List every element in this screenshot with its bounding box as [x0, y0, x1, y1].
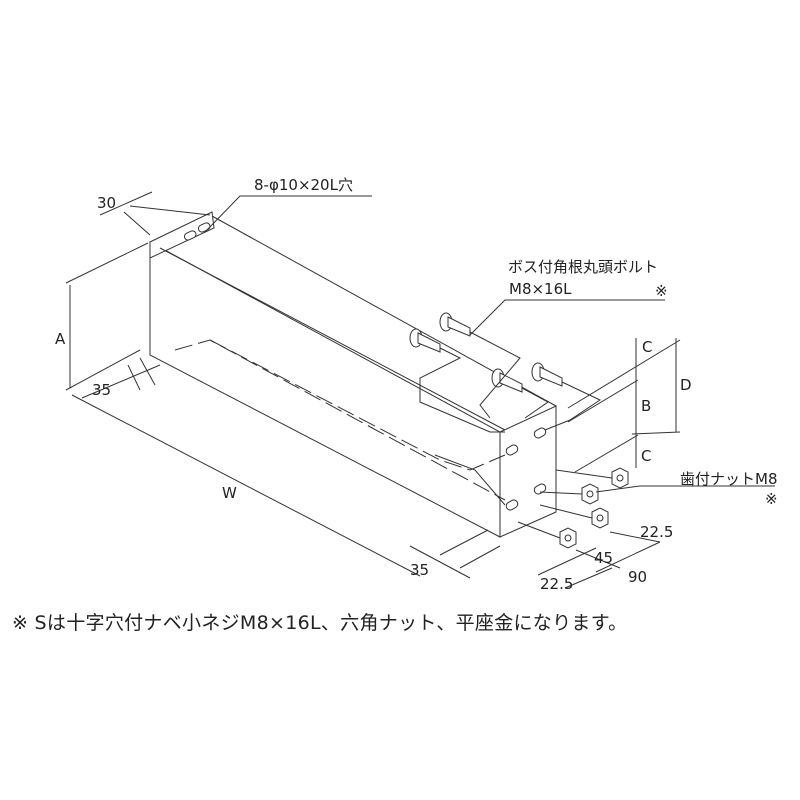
nut-name-label: 歯付ナットM8	[680, 470, 778, 488]
nut	[559, 527, 577, 549]
bracket-body	[149, 211, 557, 538]
dimension-b-label: B	[641, 397, 651, 415]
long-side-panel	[149, 241, 501, 538]
dimension-lines	[65, 191, 775, 589]
dimension-d-label: D	[680, 376, 692, 394]
hole-spec-label: 8-φ10×20L穴	[254, 176, 353, 194]
bolt-size-label: M8×16L	[509, 280, 572, 298]
dimension-22-5-bottom-label: 22.5	[540, 575, 573, 593]
bolt-assembly-line	[521, 387, 549, 419]
hidden-bottom-edge-2	[209, 339, 506, 471]
dimension-c-bottom-label: C	[641, 447, 651, 465]
footnote-text: ※ Sは十字穴付ナベ小ネジM8×16L、六角ナット、平座金になります。	[12, 612, 628, 634]
nut-assembly-line	[517, 521, 561, 539]
dimension-22-5-right-label: 22.5	[640, 523, 673, 541]
bolt-assembly-line	[544, 381, 602, 431]
nut	[611, 467, 629, 489]
nut-assembly-line	[539, 504, 593, 519]
nut	[591, 507, 609, 529]
slot-hole	[505, 444, 519, 456]
slot-hole	[505, 499, 519, 511]
left-end-flange	[149, 211, 215, 259]
dimension-90-label: 90	[628, 568, 647, 586]
slot-hole	[183, 230, 197, 241]
nut	[581, 483, 599, 505]
bolt	[439, 312, 471, 337]
dimension-c-top-label: C	[642, 338, 652, 356]
dimension-a-label: A	[55, 330, 66, 348]
bolt-assembly-line	[434, 454, 506, 506]
bolts	[409, 312, 602, 506]
bolt-assembly-line	[469, 331, 521, 419]
bolt-name-label: ボス付角根丸頭ボルト	[508, 258, 658, 276]
bolt-mark-label: ※	[655, 282, 668, 300]
nut-assembly-line	[555, 469, 613, 479]
dimension-35-left-label: 35	[92, 381, 111, 399]
nut-mark-label: ※	[765, 490, 778, 508]
nuts	[517, 467, 629, 549]
dimension-35-bottom-label: 35	[410, 561, 429, 579]
nut-assembly-line	[539, 491, 583, 495]
right-end-flange	[499, 405, 557, 538]
bolt	[491, 368, 523, 393]
dimension-w-label: W	[222, 484, 237, 502]
bolt-assembly-line	[419, 347, 505, 433]
bolt	[531, 362, 563, 387]
bolt	[409, 328, 441, 353]
dimension-30-label: 30	[97, 194, 116, 212]
dimension-45-label: 45	[594, 549, 613, 567]
top-fold-edge	[159, 247, 506, 431]
